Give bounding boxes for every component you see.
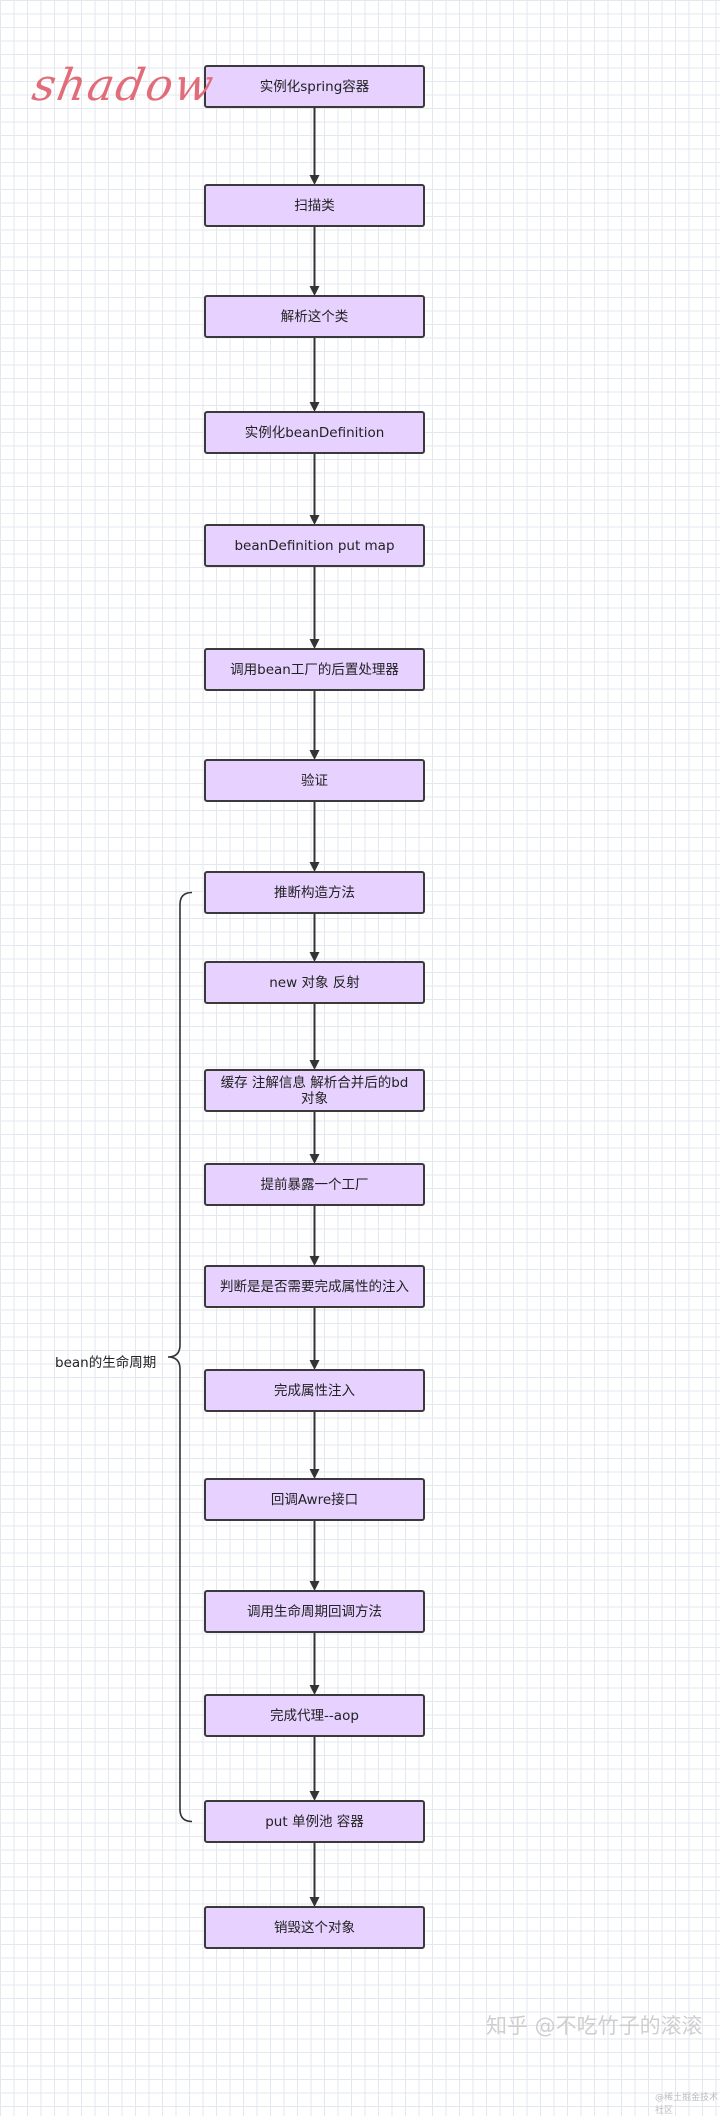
node-label: 调用bean工厂的后置处理器 bbox=[230, 661, 399, 678]
node-call-bean-factory-post-processor: 调用bean工厂的后置处理器 bbox=[204, 648, 425, 691]
node-complete-proxy-aop: 完成代理--aop bbox=[204, 1694, 425, 1737]
node-check-property-injection: 判断是是否需要完成属性的注入 bbox=[204, 1265, 425, 1308]
node-label: 验证 bbox=[301, 772, 328, 789]
watermark: 知乎 @不吃竹子的滚滚 bbox=[486, 2014, 703, 2038]
node-validate: 验证 bbox=[204, 759, 425, 802]
node-label: 销毁这个对象 bbox=[274, 1919, 355, 1936]
node-label: beanDefinition put map bbox=[234, 537, 395, 554]
node-label: new 对象 反射 bbox=[269, 974, 360, 991]
node-label: 实例化spring容器 bbox=[259, 78, 370, 95]
signature-logo: shadow bbox=[28, 60, 219, 111]
node-instantiate-container: 实例化spring容器 bbox=[204, 65, 425, 108]
node-complete-property-injection: 完成属性注入 bbox=[204, 1369, 425, 1412]
lifecycle-brace bbox=[167, 891, 193, 1823]
node-label: 实例化beanDefinition bbox=[244, 424, 385, 441]
node-label: 判断是是否需要完成属性的注入 bbox=[220, 1278, 409, 1295]
node-cache-annotation-info: 缓存 注解信息 解析合并后的bd 对象 bbox=[204, 1069, 425, 1112]
node-label: put 单例池 容器 bbox=[265, 1813, 364, 1830]
node-callback-aware-interface: 回调Awre接口 bbox=[204, 1478, 425, 1521]
node-destroy-object: 销毁这个对象 bbox=[204, 1906, 425, 1949]
node-bean-definition-put-map: beanDefinition put map bbox=[204, 524, 425, 567]
node-parse-class: 解析这个类 bbox=[204, 295, 425, 338]
node-instantiate-bean-definition: 实例化beanDefinition bbox=[204, 411, 425, 454]
node-label: 提前暴露一个工厂 bbox=[260, 1176, 369, 1193]
node-call-lifecycle-callbacks: 调用生命周期回调方法 bbox=[204, 1590, 425, 1633]
node-scan-classes: 扫描类 bbox=[204, 184, 425, 227]
node-infer-constructor: 推断构造方法 bbox=[204, 871, 425, 914]
lifecycle-brace-label: bean的生命周期 bbox=[55, 1355, 157, 1371]
node-label: 完成代理--aop bbox=[270, 1707, 359, 1724]
node-new-object-reflection: new 对象 反射 bbox=[204, 961, 425, 1004]
node-label: 调用生命周期回调方法 bbox=[247, 1603, 382, 1620]
node-put-singleton-pool: put 单例池 容器 bbox=[204, 1800, 425, 1843]
node-label: 回调Awre接口 bbox=[270, 1491, 359, 1508]
node-label: 推断构造方法 bbox=[274, 884, 355, 901]
node-label: 解析这个类 bbox=[280, 308, 349, 325]
watermark-small: @稀土掘金技术社区 bbox=[655, 2093, 719, 2116]
node-label: 缓存 注解信息 解析合并后的bd 对象 bbox=[220, 1074, 409, 1107]
node-expose-factory-early: 提前暴露一个工厂 bbox=[204, 1163, 425, 1206]
node-label: 扫描类 bbox=[294, 197, 335, 214]
node-label: 完成属性注入 bbox=[274, 1382, 355, 1399]
